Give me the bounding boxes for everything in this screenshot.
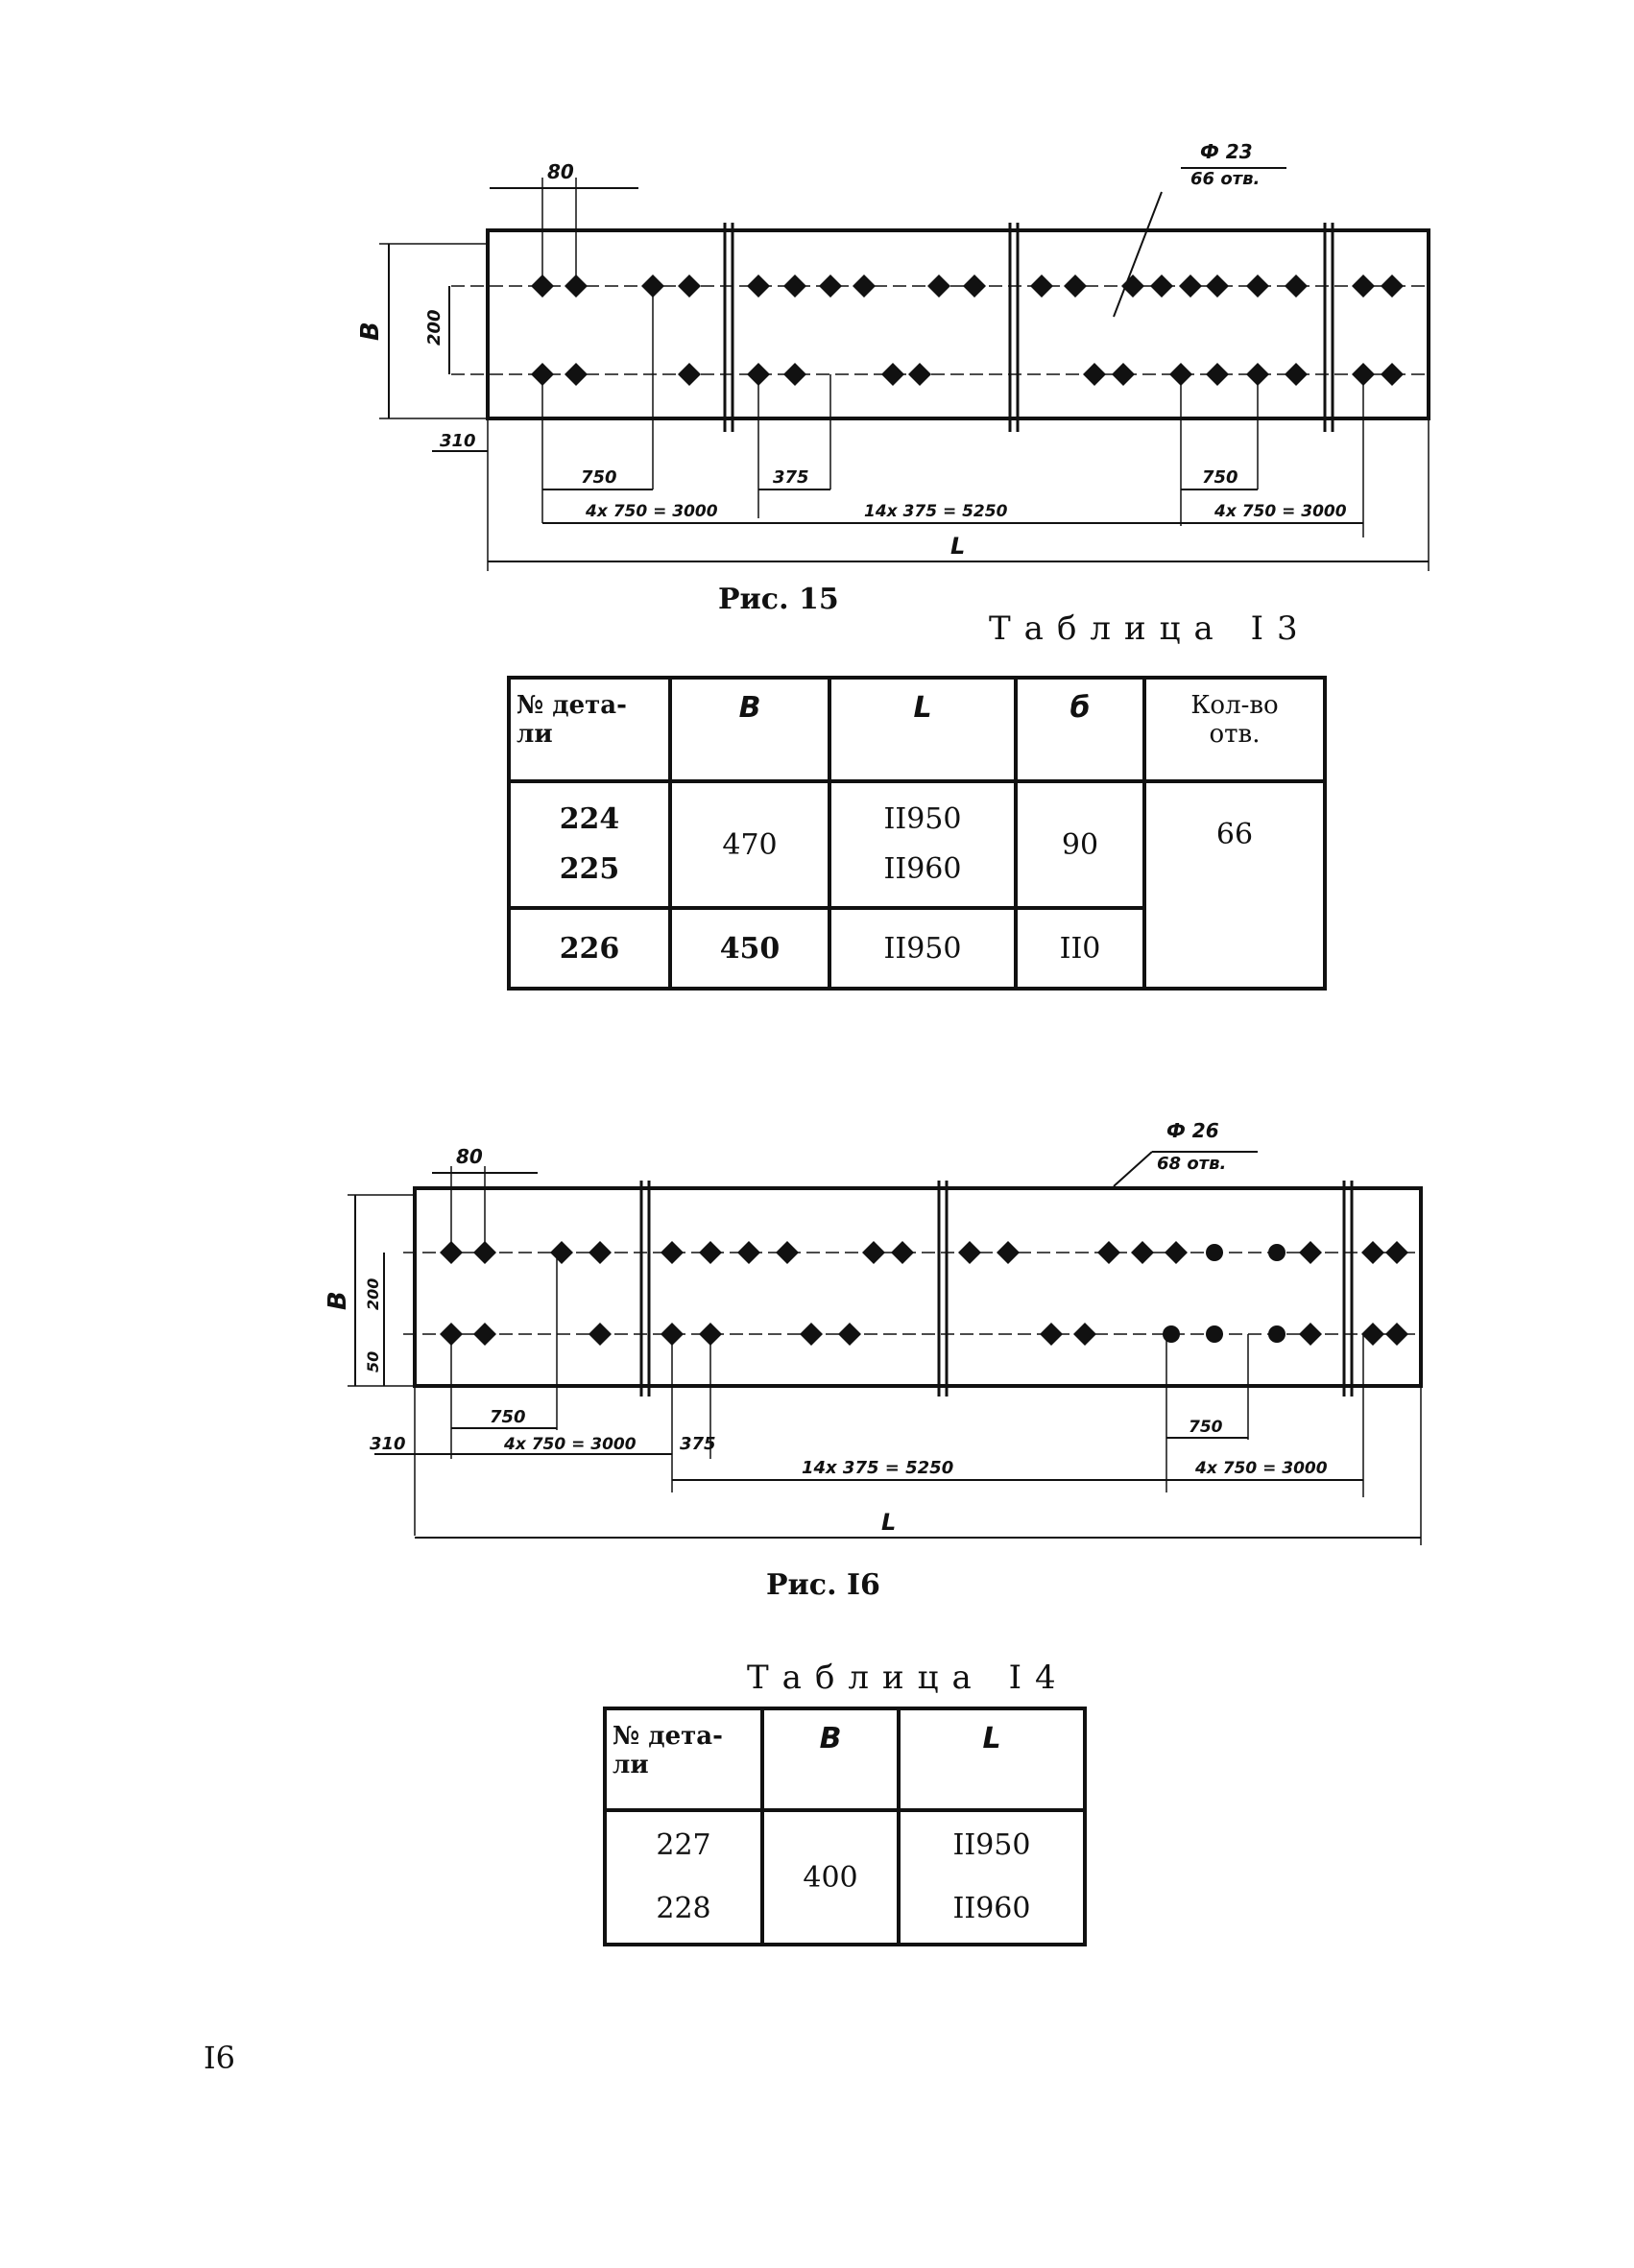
cell-thickness: II0: [1014, 906, 1146, 991]
header-hole-count: Кол-во отв.: [1142, 676, 1327, 783]
hole-callout: Ф 26: [1166, 1119, 1219, 1142]
figure-15-holes: [531, 275, 1404, 386]
header-part-no: № дета- ли: [507, 676, 672, 783]
dim-4x750-left: 4х 750 = 3000: [503, 1435, 637, 1454]
page-number: I6: [204, 2040, 235, 2076]
dim-b: В: [356, 322, 385, 341]
hole-callout-count: 66 отв.: [1190, 169, 1260, 189]
dim-4x750-left: 4х 750 = 3000: [585, 502, 718, 521]
cell-b: 400: [760, 1808, 901, 1946]
dim-750-right: 750: [1189, 1418, 1223, 1437]
dim-375: 375: [773, 467, 809, 488]
dim-14x375: 14х 375 = 5250: [864, 502, 1008, 521]
dim-4x750-right: 4х 750 = 3000: [1213, 502, 1347, 521]
cell-b: 450: [668, 906, 831, 991]
dim-14x375: 14х 375 = 5250: [802, 1458, 953, 1478]
cell-thickness: 90: [1014, 779, 1146, 910]
dim-4x750-right: 4х 750 = 3000: [1194, 1459, 1328, 1478]
header-thickness: б: [1014, 676, 1146, 783]
figure-16-caption: Рис. I6: [766, 1568, 880, 1602]
header-b: B: [760, 1707, 901, 1812]
hole-callout-count: 68 отв.: [1157, 1154, 1226, 1174]
figure-16-holes: [440, 1241, 1408, 1346]
header-part-no: № дета- ли: [603, 1707, 764, 1812]
header-l: L: [897, 1707, 1087, 1812]
header-l: L: [828, 676, 1018, 783]
dim-310: 310: [370, 1434, 406, 1454]
dim-L: L: [950, 533, 965, 560]
figure-15-caption: Рис. 15: [718, 583, 839, 616]
dim-310: 310: [440, 431, 476, 451]
table-13-header-row: № дета- ли B L б Кол-во отв.: [507, 676, 1327, 783]
dim-375: 375: [680, 1434, 716, 1454]
cell-hole-count: 66: [1142, 779, 1327, 991]
table-14-header-row: № дета- ли B L: [603, 1707, 1087, 1812]
dim-750-left: 750: [581, 467, 617, 488]
dim-50: 50: [364, 1351, 382, 1373]
hole-callout: Ф 23: [1200, 140, 1253, 163]
table-13-title: Таблица I3: [989, 609, 1311, 648]
dim-80: 80: [456, 1145, 483, 1168]
dim-750-left: 750: [490, 1407, 526, 1427]
cell-part: 226: [507, 906, 672, 991]
cell-l: II950: [828, 906, 1018, 991]
dim-200: 200: [424, 309, 445, 346]
header-b: B: [668, 676, 831, 783]
table-14-title: Таблица I4: [747, 1659, 1069, 1697]
dim-200: 200: [364, 1278, 382, 1310]
dim-L: L: [881, 1509, 896, 1536]
dim-80: 80: [547, 160, 574, 183]
cell-b: 470: [668, 779, 831, 910]
dim-750-right: 750: [1202, 467, 1238, 488]
dim-b: В: [324, 1291, 352, 1310]
table-row: 226 450 II950 II0: [507, 906, 1325, 991]
